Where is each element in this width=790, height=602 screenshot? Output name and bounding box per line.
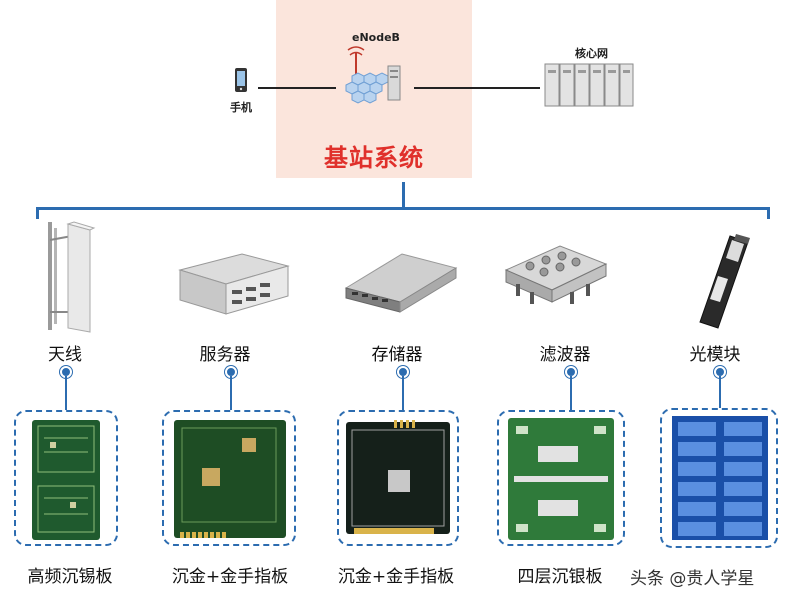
phone-icon	[234, 67, 248, 97]
pcb-box-1	[14, 410, 118, 546]
pcb-label-1: 高频沉锡板	[27, 567, 113, 587]
category-label-antenna: 天线	[48, 345, 82, 365]
pcb-label-4: 四层沉银板	[517, 567, 603, 587]
core-label: 核心网	[575, 47, 608, 60]
category-label-optical-module: 光模块	[689, 345, 741, 365]
optical-module-icon	[692, 232, 756, 336]
phone-link-line	[258, 87, 336, 89]
bracket-right-end	[767, 207, 770, 219]
pcb-label-3: 沉金+金手指板	[337, 567, 455, 587]
pcb-box-3	[337, 410, 459, 546]
connector-stem	[719, 376, 721, 408]
pcb-label-2: 沉金+金手指板	[171, 567, 289, 587]
filter-icon	[500, 240, 610, 332]
enodeb-label: eNodeB	[352, 31, 400, 44]
bracket-center-stem	[402, 182, 405, 208]
core-network-icon	[544, 62, 634, 112]
category-label-filter: 滤波器	[539, 345, 591, 365]
storage-icon	[340, 248, 460, 322]
category-label-storage: 存储器	[371, 345, 423, 365]
connector-stem	[570, 376, 572, 410]
watermark-text: 头条 @贵人学星	[630, 569, 755, 589]
phone-label: 手机	[230, 101, 252, 114]
pcb-box-5	[660, 408, 778, 548]
pcb-image-2	[172, 418, 288, 544]
pcb-image-1	[30, 418, 102, 546]
base-station-title: 基站系统	[324, 144, 424, 172]
pcb-image-3	[344, 420, 452, 544]
pcb-image-5	[670, 414, 770, 546]
antenna-icon	[38, 216, 98, 340]
pcb-image-4	[506, 416, 616, 546]
enodeb-icon	[342, 46, 406, 110]
server-icon	[172, 250, 292, 324]
pcb-box-4	[497, 410, 625, 546]
connector-stem	[402, 376, 404, 410]
connector-stem	[65, 376, 67, 410]
connector-stem	[230, 376, 232, 410]
bracket-horizontal	[36, 207, 770, 210]
pcb-box-2	[162, 410, 296, 546]
bracket-left-end	[36, 207, 39, 219]
category-label-server: 服务器	[199, 345, 251, 365]
core-link-line	[414, 87, 540, 89]
